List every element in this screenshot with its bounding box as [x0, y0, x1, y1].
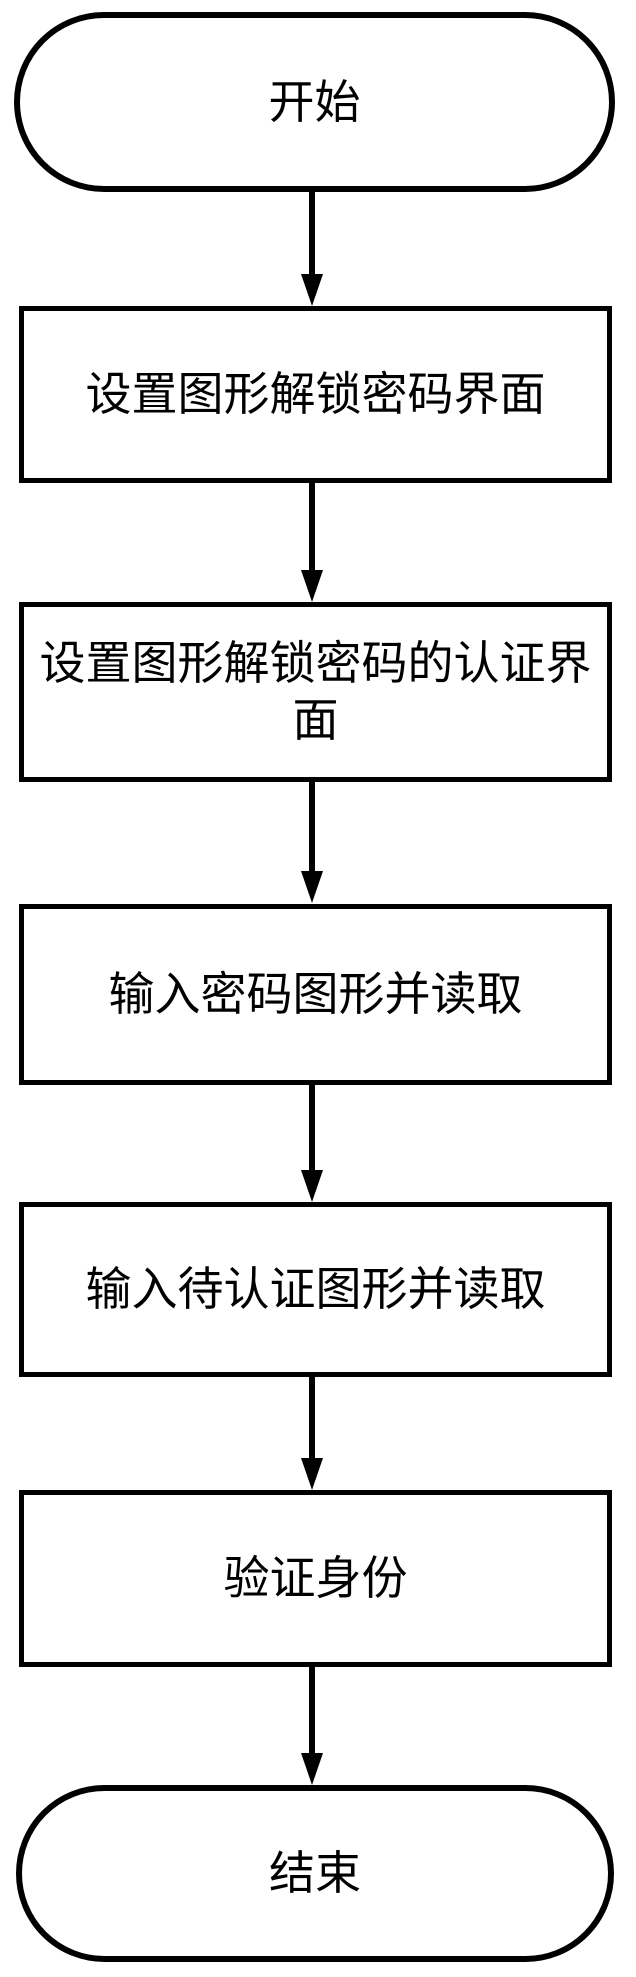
end-node-label: 结束: [269, 1848, 361, 1899]
step4-node-label: 输入待认证图形并读取: [85, 1264, 546, 1315]
flowchart-node-step2: 设置图形解锁密码的认证界面: [19, 602, 612, 782]
step3-node-label: 输入密码图形并读取: [108, 969, 523, 1020]
arrow-step1-to-step2-head-icon: [301, 570, 323, 602]
step1-node-label: 设置图形解锁密码界面: [85, 369, 546, 420]
arrow-step3-to-step4-shaft: [309, 1085, 315, 1172]
arrow-start-to-step1-shaft: [309, 192, 315, 276]
arrow-step5-to-end-shaft: [309, 1667, 315, 1755]
flowchart-node-step1: 设置图形解锁密码界面: [19, 306, 612, 483]
arrow-start-to-step1-head-icon: [301, 274, 323, 306]
flowchart-node-end: 结束: [16, 1785, 614, 1962]
arrow-step3-to-step4-head-icon: [301, 1170, 323, 1202]
step5-node-label: 验证身份: [223, 1553, 408, 1604]
arrow-step4-to-step5-head-icon: [301, 1458, 323, 1490]
arrow-step2-to-step3-shaft: [309, 782, 315, 873]
flowchart-node-step3: 输入密码图形并读取: [19, 904, 612, 1085]
flowchart-node-step5: 验证身份: [19, 1490, 612, 1667]
step2-node-label: 设置图形解锁密码的认证界面: [39, 638, 592, 746]
arrow-step4-to-step5-shaft: [309, 1377, 315, 1460]
arrow-step2-to-step3-head-icon: [301, 871, 323, 903]
start-node-label: 开始: [268, 76, 361, 128]
flowchart-node-start: 开始: [14, 12, 615, 192]
arrow-step1-to-step2-shaft: [309, 483, 315, 572]
flowchart-node-step4: 输入待认证图形并读取: [19, 1202, 612, 1377]
arrow-step5-to-end-head-icon: [301, 1753, 323, 1785]
